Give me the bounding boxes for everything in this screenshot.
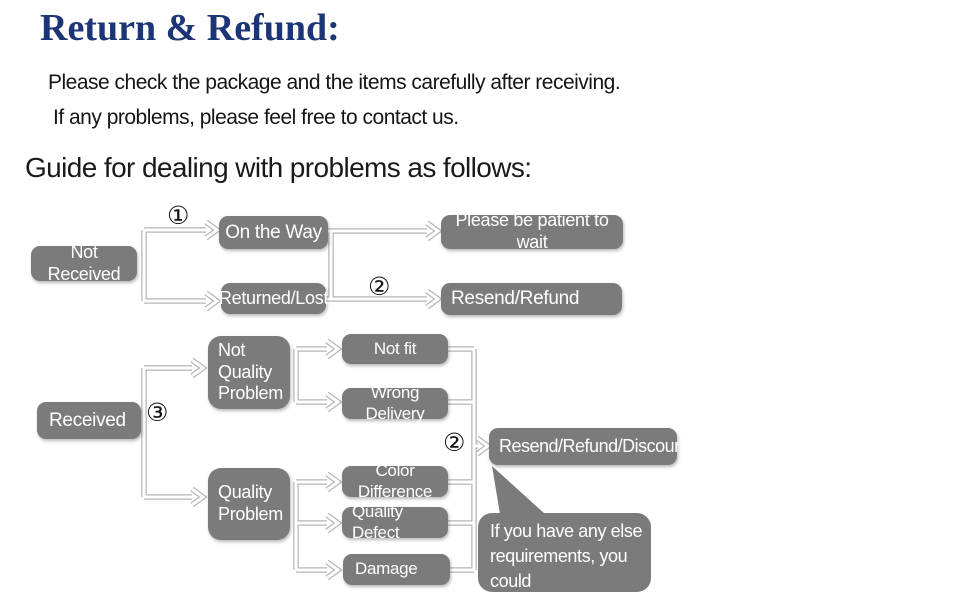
flow-node-quality-defect: Quality Defect (342, 502, 448, 542)
flow-node-resend-refund-discount: Resend/Refund/Discount (489, 428, 689, 465)
step-1-marker: ① (167, 201, 190, 230)
step-2-marker-top: ② (368, 272, 391, 301)
speech-bubble-note: If you have any else requirements, you c… (478, 513, 651, 598)
page-title: Return & Refund: (40, 7, 340, 49)
intro-line-1: Please check the package and the items c… (48, 71, 621, 94)
flow-node-wrong-delivery: Wrong Delivery (342, 383, 448, 423)
guide-heading: Guide for dealing with problems as follo… (25, 152, 532, 183)
flow-node-please-wait: Please be patient to wait (441, 210, 623, 252)
step-2-marker-bottom: ② (443, 428, 466, 457)
flow-node-received: Received (37, 402, 141, 439)
speech-bubble-tail (492, 466, 545, 514)
intro-line-2: If any problems, please feel free to con… (53, 106, 459, 129)
flow-node-quality-problem: Quality Problem (208, 468, 290, 540)
flow-node-resend-refund: Resend/Refund (441, 283, 622, 315)
flow-node-not-received: Not Received (31, 242, 137, 284)
flow-node-on-the-way: On the Way (219, 216, 328, 249)
flow-node-returned-lost: Returned/Lost (219, 283, 328, 314)
flow-node-not-fit: Not fit (342, 334, 448, 364)
step-3-marker: ③ (146, 398, 169, 427)
flow-node-not-quality-problem: Not Quality Problem (208, 336, 290, 409)
flow-node-color-difference: Color Difference (342, 461, 448, 501)
flow-node-damage: Damage (343, 554, 450, 585)
